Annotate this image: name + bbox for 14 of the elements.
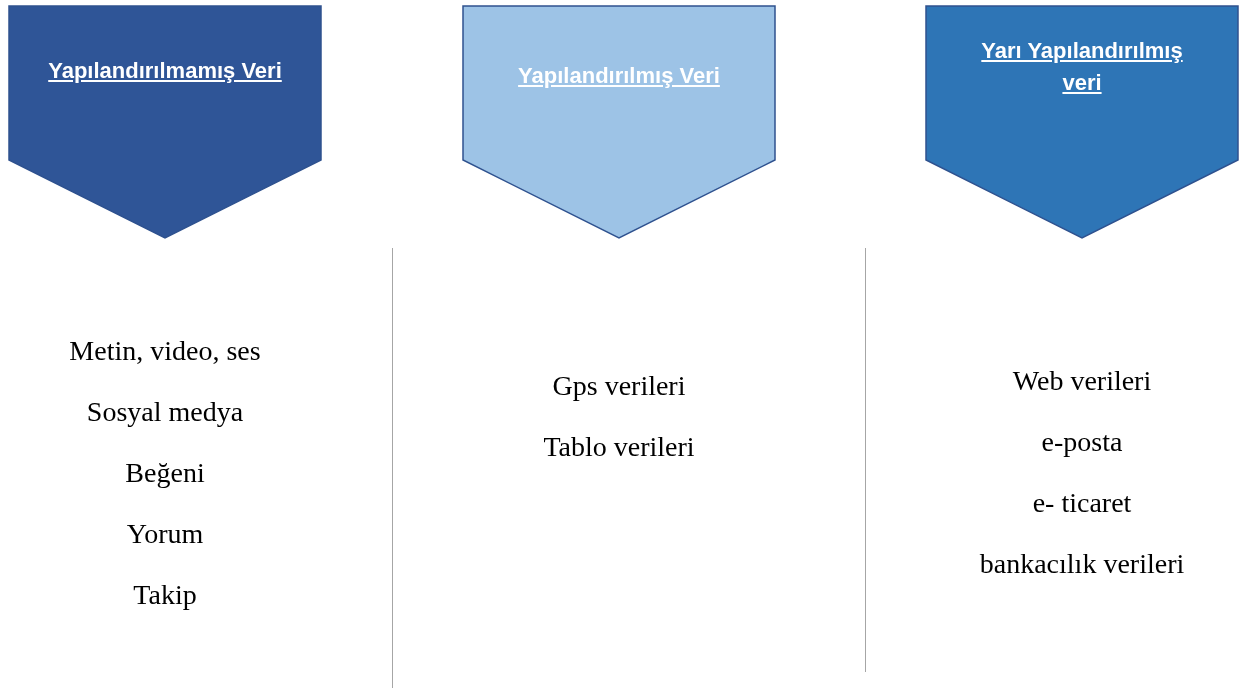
list-item: Takip [133, 579, 197, 611]
list-item: Metin, video, ses [69, 335, 261, 367]
list-item: Gps verileri [552, 370, 686, 402]
list-item: e- ticaret [1032, 487, 1132, 519]
list-item: e-posta [1041, 426, 1123, 458]
list-item: Sosyal medya [86, 396, 244, 428]
category-heading: Yapılandırılmamış Veri [48, 57, 282, 85]
list-item: bankacılık verileri [979, 548, 1185, 580]
list-item: Tablo verileri [543, 431, 695, 463]
list-item: Web verileri [1012, 365, 1152, 397]
list-item: Yorum [126, 518, 204, 550]
list-item: Beğeni [125, 457, 205, 489]
category-heading: Yarı Yapılandırılmış veri [980, 37, 1184, 97]
category-heading: Yapılandırılmış Veri [517, 62, 721, 90]
